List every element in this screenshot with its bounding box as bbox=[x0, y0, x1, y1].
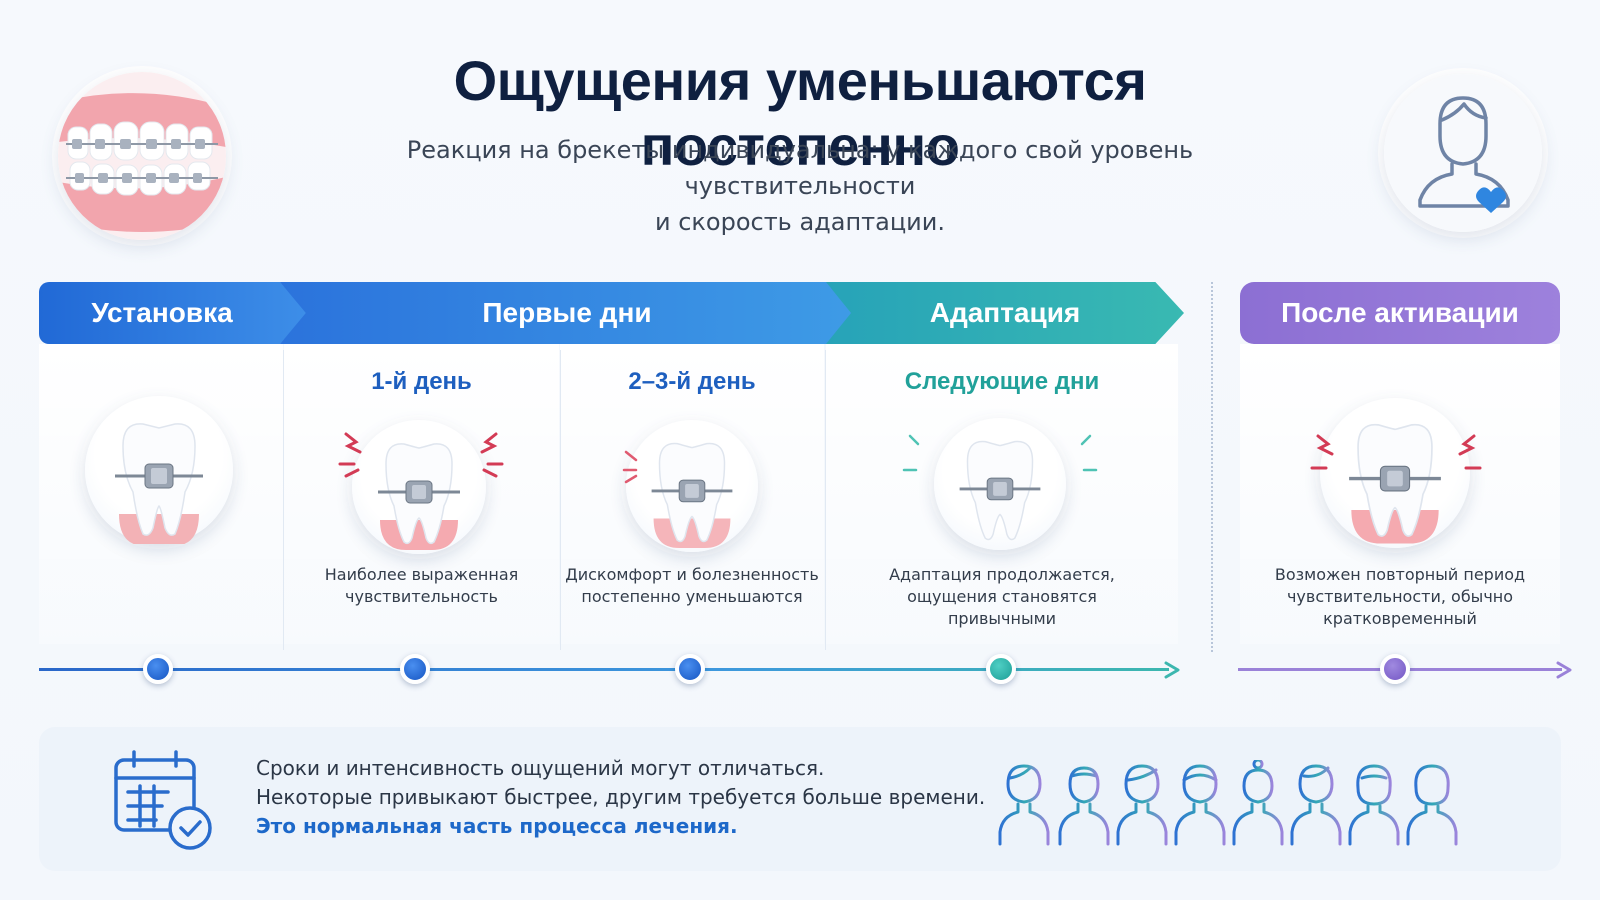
patient-avatar bbox=[1384, 74, 1542, 232]
people-group-icon bbox=[998, 760, 1458, 846]
desc-line: чувствительности, обычно bbox=[1286, 587, 1514, 606]
timeline-node-next-days bbox=[986, 654, 1016, 684]
desc-line: Возможен повторный период bbox=[1274, 565, 1526, 584]
timeline-node-day1 bbox=[400, 654, 430, 684]
tooth-calm-icon bbox=[934, 418, 1066, 550]
column-divider bbox=[825, 350, 826, 650]
tooth-mild-pain-icon bbox=[626, 420, 758, 552]
desc-next-days: Адаптация продолжается, ощущения становя… bbox=[826, 564, 1178, 630]
page-title: Ощущения уменьшаются постепенно bbox=[453, 49, 1147, 177]
info-line-2: Некоторые привыкают быстрее, другим треб… bbox=[256, 785, 986, 809]
pain-spark-icon bbox=[1310, 434, 1482, 470]
desc-line: ощущения становятся bbox=[907, 587, 1097, 606]
info-line-highlight: Это нормальная часть процесса лечения. bbox=[256, 814, 738, 838]
subtitle-line-1: Реакция на брекеты индивидуальна: у кажд… bbox=[406, 136, 1194, 200]
teeth-braces-icon bbox=[58, 72, 226, 240]
tooth-pain-icon bbox=[1320, 398, 1470, 548]
timeline-arrow-icon bbox=[1164, 661, 1180, 679]
braces-photo bbox=[58, 72, 226, 240]
desc-line: кратковременный bbox=[1323, 609, 1477, 628]
tooth-brace-icon bbox=[85, 396, 233, 546]
section-divider bbox=[1211, 282, 1213, 652]
calm-spark-icon bbox=[902, 434, 1098, 472]
heading-next-days: Следующие дни bbox=[904, 368, 1100, 395]
tooth-pain-icon bbox=[352, 420, 486, 554]
subtitle-line-2: и скорость адаптации. bbox=[654, 208, 945, 236]
desc-line: чувствительность bbox=[345, 587, 498, 606]
timeline-node-after-activation bbox=[1380, 654, 1410, 684]
desc-line: Адаптация продолжается, bbox=[889, 565, 1115, 584]
desc-day1: Наиболее выраженная чувствительность bbox=[284, 564, 559, 608]
heading-day1: 1-й день bbox=[371, 368, 472, 395]
info-line-1: Сроки и интенсивность ощущений могут отл… bbox=[256, 756, 825, 780]
calendar-check-icon bbox=[114, 750, 212, 850]
desc-line: Наиболее выраженная bbox=[324, 565, 519, 584]
column-divider bbox=[560, 350, 561, 650]
stage-banner-first-days: Первые дни bbox=[280, 282, 854, 344]
timeline-line bbox=[39, 668, 1169, 671]
person-heart-icon bbox=[1384, 74, 1542, 232]
column-divider bbox=[283, 350, 284, 650]
desc-day2-3: Дискомфорт и болезненность постепенно ум… bbox=[560, 564, 824, 608]
info-text: Сроки и интенсивность ощущений могут отл… bbox=[256, 754, 985, 841]
timeline-arrow-icon bbox=[1556, 661, 1572, 679]
desc-line: постепенно уменьшаются bbox=[581, 587, 803, 606]
mild-pain-spark-icon bbox=[622, 450, 638, 484]
timeline-node-day2-3 bbox=[675, 654, 705, 684]
stage-banner-adaptation: Адаптация bbox=[826, 282, 1184, 344]
timeline-node-installation bbox=[143, 654, 173, 684]
heading-day2-3: 2–3-й день bbox=[628, 368, 756, 395]
desc-after-activation: Возможен повторный период чувствительнос… bbox=[1240, 564, 1560, 630]
stage-banner-installation: Установка bbox=[39, 282, 307, 344]
page-subtitle: Реакция на брекеты индивидуальна: у кажд… bbox=[300, 132, 1300, 240]
desc-line: привычными bbox=[947, 609, 1057, 628]
stage-banner-after-activation: После активации bbox=[1240, 282, 1560, 344]
desc-line: Дискомфорт и болезненность bbox=[565, 565, 819, 584]
pain-spark-icon bbox=[338, 432, 504, 478]
